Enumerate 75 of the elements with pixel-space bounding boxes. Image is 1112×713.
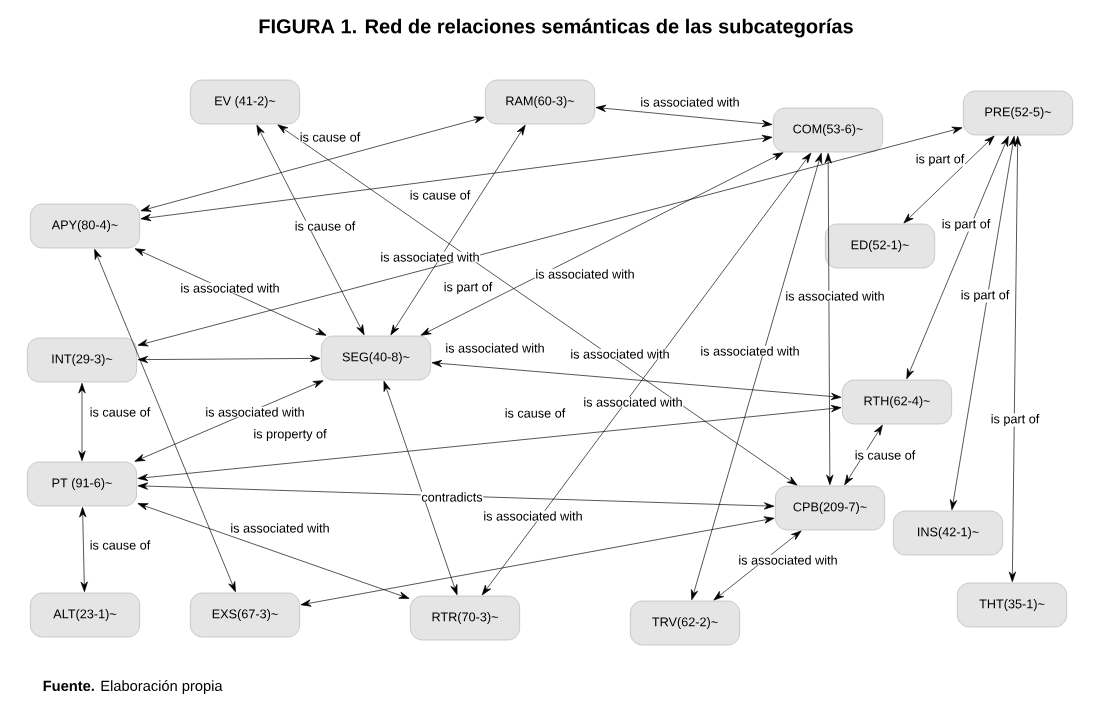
rounded-box: PRE(52-5)~ <box>963 90 1073 136</box>
edge-label: contradicts <box>420 491 484 503</box>
edge-label: is associated with <box>699 345 801 357</box>
arrow <box>949 135 1017 511</box>
edge-label: is cause of <box>299 131 361 143</box>
rounded-box: INS(42-1)~ <box>893 510 1003 556</box>
arrow <box>137 354 321 364</box>
edge-label: is associated with <box>534 268 636 280</box>
edge-label: is associated with <box>229 522 331 534</box>
rounded-box: EV (41-2)~ <box>190 79 300 125</box>
edge-label: is associated with <box>784 290 886 302</box>
figure-title: FIGURA 1. Red de relaciones semánticas de las subcategorías <box>259 18 853 38</box>
arrow <box>906 135 1009 380</box>
arrow <box>383 380 458 596</box>
edge-label: is associated with <box>737 554 839 566</box>
arrow <box>256 124 365 336</box>
arrow <box>94 248 236 593</box>
rounded-box: ALT(23-1)~ <box>30 592 140 638</box>
rounded-box: THT(35-1)~ <box>957 582 1067 628</box>
edge-label: is cause of <box>294 220 356 232</box>
edge-label: is cause of <box>89 539 151 551</box>
rounded-box: ED(52-1)~ <box>825 223 935 269</box>
arrow <box>277 124 798 486</box>
edge-label: is cause of <box>89 406 151 418</box>
arrow <box>903 135 995 224</box>
edge-label: is cause of <box>854 449 916 461</box>
arrow <box>78 383 86 462</box>
edge-label: is associated with <box>569 348 671 360</box>
source-note: Fuente. Elaboración propia <box>43 680 223 694</box>
arrow <box>140 116 485 212</box>
arrow <box>420 152 784 336</box>
edge-label: is associated with <box>379 251 481 263</box>
edge-label: is associated with <box>204 406 306 418</box>
rounded-box: RAM(60-3)~ <box>485 79 595 125</box>
rounded-box: PT (91-6)~ <box>27 461 137 507</box>
arrow <box>1008 136 1022 583</box>
relation-text: is associated with <box>582 396 684 408</box>
arrow <box>137 503 410 599</box>
rounded-box: INT(29-3)~ <box>27 337 137 383</box>
arrow <box>713 530 802 601</box>
arrow <box>390 124 526 336</box>
relation-text: is cause of <box>504 407 566 419</box>
edge-label: is part of <box>960 289 1010 303</box>
rounded-box: CPB(209-7)~ <box>775 485 885 531</box>
edge-label: is associated with <box>179 282 281 294</box>
edge-label: is part of <box>443 281 493 295</box>
arrow <box>824 153 834 485</box>
rounded-box: EXS(67-3)~ <box>190 592 300 638</box>
arrow <box>79 507 88 593</box>
arrow <box>595 104 773 128</box>
rounded-box: SEG(40-8)~ <box>321 335 431 381</box>
rounded-box: TRV(62-2)~ <box>630 600 740 646</box>
arrow <box>134 380 324 462</box>
edge-label: is part of <box>941 218 991 232</box>
edge-label: is associated with <box>444 342 546 354</box>
rounded-box: RTR(70-3)~ <box>410 595 520 641</box>
arrow <box>300 516 775 607</box>
arrow <box>137 126 963 347</box>
arrow <box>140 134 773 222</box>
arrow <box>137 482 775 510</box>
edge-label: is associated with <box>639 96 741 108</box>
edge-label: is associated with <box>482 510 584 522</box>
arrow <box>431 359 842 401</box>
rounded-box: APY(80-4)~ <box>30 203 140 249</box>
arrow <box>134 248 327 336</box>
edge-label: is part of <box>915 153 965 167</box>
rounded-box: RTH(62-4)~ <box>842 379 952 425</box>
rounded-box: COM(53-6)~ <box>773 107 883 153</box>
edge-label: is cause of <box>409 189 471 201</box>
arrow <box>844 424 883 486</box>
arrow <box>137 405 842 482</box>
arrow <box>691 152 823 601</box>
edge-label: is part of <box>990 413 1040 427</box>
arrow <box>481 152 812 596</box>
edge-label: is property of <box>252 428 328 442</box>
